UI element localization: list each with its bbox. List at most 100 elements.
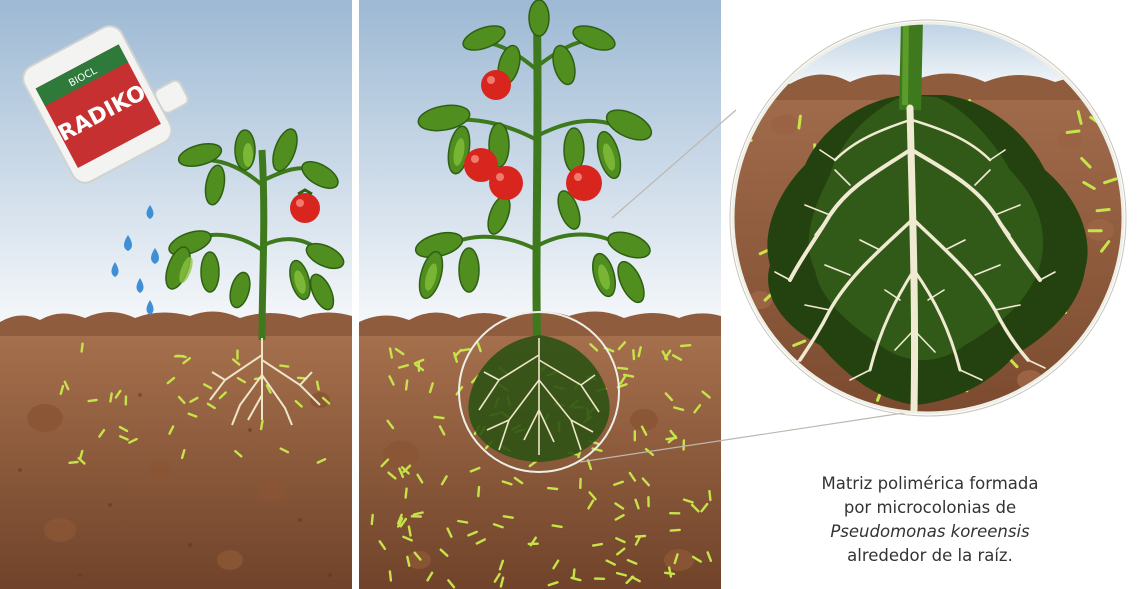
caption: Matriz polimérica formada por microcolon…	[760, 472, 1100, 568]
bacterium	[671, 530, 680, 531]
bacterium	[740, 136, 751, 140]
bacterium	[1110, 331, 1121, 335]
bacterium	[895, 160, 907, 161]
bacterium	[806, 308, 818, 311]
bacterium	[918, 224, 930, 227]
bacterium	[1078, 112, 1081, 124]
bacterium	[548, 488, 557, 489]
caption-line-4: alrededor de la raíz.	[760, 544, 1100, 568]
bacterium	[82, 344, 83, 352]
bacterium	[755, 385, 760, 396]
bacterium	[840, 396, 848, 405]
zoom-content	[730, 20, 1130, 420]
bacterium	[905, 213, 913, 222]
bacterium	[999, 266, 1003, 278]
bacterium	[1103, 101, 1107, 113]
bacterium	[740, 309, 743, 321]
bacterium	[70, 462, 78, 463]
bacterium	[1034, 263, 1040, 273]
caption-line-1: Matriz polimérica formada	[760, 472, 1100, 496]
bacterium	[317, 382, 319, 390]
bacterium	[1046, 190, 1052, 201]
panel-after	[359, 0, 721, 589]
bacterium	[1009, 358, 1017, 367]
before-illustration: RADIKO BIOCL	[0, 0, 352, 589]
bacterium	[667, 438, 676, 439]
bacterium	[1099, 338, 1108, 346]
bacterium	[957, 366, 965, 375]
bacterium	[967, 380, 972, 391]
bacterium	[760, 249, 771, 254]
caption-species: Pseudomonas koreensis	[760, 520, 1100, 544]
bacterium	[390, 349, 392, 358]
bacterium	[593, 544, 602, 546]
bacterium	[878, 389, 882, 400]
bacterium	[982, 329, 994, 330]
bacterium	[1118, 383, 1119, 395]
bacterium	[669, 568, 671, 577]
soil	[0, 322, 352, 589]
bacterium	[504, 516, 513, 517]
bacterium	[553, 525, 562, 527]
bacterium	[1037, 241, 1038, 253]
bacterium	[850, 179, 862, 182]
bacterium	[574, 569, 575, 578]
bacterium	[961, 101, 970, 109]
bacterium	[372, 515, 373, 524]
bacterium	[1082, 159, 1090, 168]
bacterium	[982, 190, 985, 202]
bacterium	[942, 111, 948, 122]
bacterium	[1054, 396, 1066, 397]
bacterium	[1100, 331, 1112, 333]
bacterium	[461, 349, 470, 351]
bacterium	[1018, 302, 1030, 304]
bacterium	[883, 183, 894, 188]
bacterium	[298, 378, 306, 379]
bacterium	[765, 292, 774, 300]
bacterium	[907, 328, 911, 340]
bacterium	[709, 491, 710, 500]
bacterium	[892, 155, 904, 156]
bacterium	[841, 256, 852, 260]
bacterium	[633, 350, 634, 359]
bacterium	[1060, 235, 1069, 243]
bacterium	[681, 345, 690, 346]
bacterium	[942, 136, 954, 138]
bacterium	[406, 381, 407, 390]
bacterium	[1055, 367, 1063, 376]
bacterium	[820, 163, 830, 169]
panel-before: RADIKO BIOCL	[0, 0, 352, 589]
bacterium	[1068, 363, 1072, 374]
bacterium	[956, 237, 968, 240]
bacterium	[636, 536, 645, 537]
bacterium	[1091, 117, 1101, 124]
bacterium	[1105, 179, 1116, 183]
bacterium	[110, 394, 111, 402]
bacterium	[957, 315, 967, 321]
bacterium	[885, 132, 897, 135]
tomato	[290, 193, 320, 223]
bacterium	[478, 487, 479, 496]
bacterium	[1084, 182, 1094, 188]
bacterium	[261, 421, 262, 429]
bacterium	[1102, 242, 1109, 252]
after-illustration	[359, 0, 721, 589]
caption-line-2: por microcolonias de	[760, 496, 1100, 520]
bacterium	[665, 573, 674, 574]
bacterium	[458, 521, 467, 523]
bacterium	[834, 297, 843, 305]
bacterium	[911, 245, 916, 256]
bacterium	[815, 145, 816, 157]
bacterium	[884, 242, 885, 254]
bacterium	[1058, 303, 1065, 313]
bacterium	[280, 366, 288, 367]
bacterium	[618, 368, 627, 369]
bacterium	[847, 210, 848, 222]
bacterium	[994, 258, 1005, 263]
bacterium	[799, 116, 801, 128]
bacterium	[884, 326, 890, 337]
bacterium	[406, 489, 407, 498]
bacterium	[964, 257, 976, 258]
bacterium	[409, 527, 411, 536]
biofilm-matrix	[767, 95, 1087, 405]
